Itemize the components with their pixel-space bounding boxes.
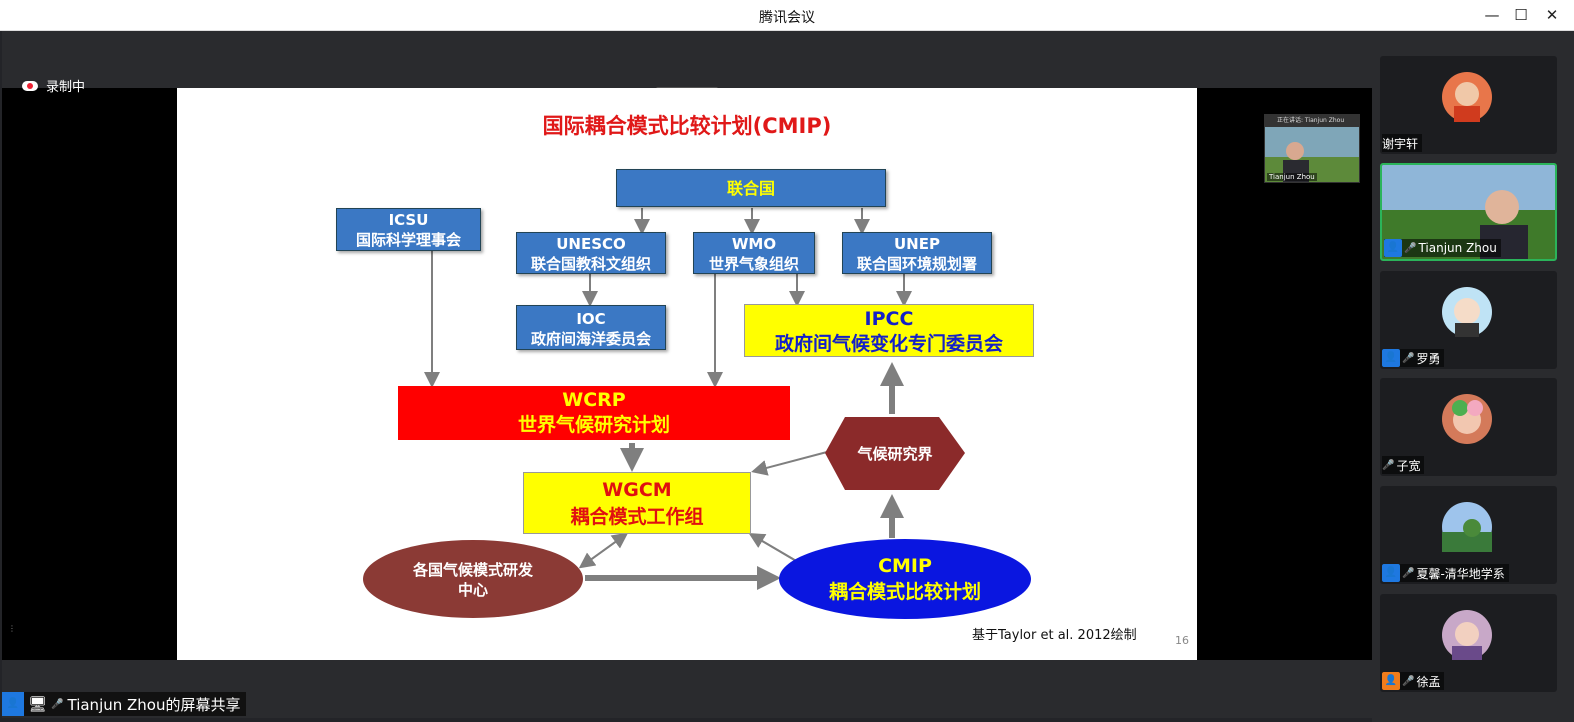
screen-share-icon: 🖥 <box>28 695 48 713</box>
unesco-line1: UNESCO <box>556 235 626 253</box>
wmo-box: WMO 世界气象组织 <box>693 232 815 274</box>
minimize-button[interactable]: — <box>1484 6 1500 24</box>
un-box: 联合国 <box>616 169 886 207</box>
cloud-record-icon <box>22 80 38 91</box>
ipcc-box: IPCC 政府间气候变化专门委员会 <box>744 304 1034 357</box>
participant-name: 徐孟 <box>1416 674 1441 689</box>
centers-label: 各国气候模式研发 中心 <box>363 560 583 600</box>
diagram-arrows <box>363 208 1031 619</box>
speaker-thumbnail[interactable]: 正在讲话: Tianjun Zhou Tianjun Zhou <box>1264 114 1360 183</box>
wgcm-line1: WGCM <box>602 479 672 501</box>
mic-on-icon: 🎤 <box>1404 242 1417 254</box>
wcrp-line2: 世界气候研究计划 <box>517 414 670 436</box>
ipcc-line1: IPCC <box>864 308 914 330</box>
mic-muted-icon: 🎤 <box>1402 675 1415 687</box>
user-icon: 👤 <box>2 692 24 716</box>
participant-name-bar: 👤 🎤 罗勇 <box>1382 349 1445 367</box>
title-bar: 腾讯会议 — ☐ ✕ <box>0 0 1574 31</box>
avatar <box>1442 394 1492 444</box>
cmip-label: CMIP 耦合模式比较计划 <box>779 553 1031 605</box>
ioc-box: IOC 政府间海洋委员会 <box>516 305 666 350</box>
participant-name: 罗勇 <box>1416 351 1441 366</box>
close-button[interactable]: ✕ <box>1545 6 1559 24</box>
participant-tile-active[interactable]: 👤 🎤 Tianjun Zhou <box>1380 163 1557 261</box>
screen-share-label: Tianjun Zhou的屏幕共享 <box>67 695 241 714</box>
slide-page-number: 16 <box>1175 634 1189 647</box>
participant-name: 夏馨-清华地学系 <box>1416 566 1505 581</box>
mic-muted-icon: 🎤 <box>1382 459 1395 471</box>
recording-label: 录制中 <box>46 80 86 95</box>
unesco-box: UNESCO 联合国教科文组织 <box>516 232 666 274</box>
user-icon: 👤 <box>1382 349 1400 367</box>
participant-tile[interactable]: 👤 🎤 罗勇 <box>1380 271 1557 369</box>
shared-screen-area: 录制中 ⋮ <box>2 31 1372 718</box>
pip-top-bar: 正在讲话: Tianjun Zhou <box>1265 115 1359 127</box>
participant-name-bar: 👤 🎤 夏馨-清华地学系 <box>1382 564 1509 582</box>
participant-name-bar: 👤 🎤 Tianjun Zhou <box>1384 239 1501 257</box>
unep-line2: 联合国环境规划署 <box>856 255 977 273</box>
centers-line1: 各国气候模式研发 <box>412 561 533 579</box>
participant-name-bar: 🎤 子宽 <box>1382 456 1425 474</box>
ioc-line1: IOC <box>576 310 606 328</box>
avatar <box>1442 610 1492 660</box>
wgcm-line2: 耦合模式工作组 <box>570 506 704 528</box>
screen-share-indicator[interactable]: 👤 🖥 🎤 Tianjun Zhou的屏幕共享 <box>2 692 247 716</box>
mic-muted-icon: 🎤 <box>1402 352 1415 364</box>
ipcc-line2: 政府间气候变化专门委员会 <box>774 333 1003 355</box>
ioc-line2: 政府间海洋委员会 <box>530 330 651 348</box>
avatar <box>1442 72 1492 122</box>
climate-community-label: 气候研究界 <box>857 445 933 463</box>
side-handle-icon[interactable]: ⋮ <box>8 624 16 633</box>
user-icon: 👤 <box>1384 239 1402 257</box>
participant-tile[interactable]: 👤 🎤 徐孟 <box>1380 594 1557 692</box>
icsu-line2: 国际科学理事会 <box>355 231 461 249</box>
participant-name-bar: 👤 🎤 徐孟 <box>1382 672 1445 690</box>
participant-tile[interactable]: 🎤 子宽 <box>1380 378 1557 476</box>
top-band <box>2 31 1372 88</box>
wcrp-box: WCRP 世界气候研究计划 <box>398 386 790 440</box>
avatar <box>1442 502 1492 552</box>
cmip-line1: CMIP <box>878 555 932 577</box>
unep-line1: UNEP <box>894 235 940 253</box>
unep-box: UNEP 联合国环境规划署 <box>842 232 992 274</box>
maximize-button[interactable]: ☐ <box>1514 6 1528 24</box>
wmo-line1: WMO <box>731 235 777 253</box>
avatar <box>1442 287 1492 337</box>
icsu-box: ICSU 国际科学理事会 <box>336 208 481 251</box>
participant-tile[interactable]: 👤 🎤 夏馨-清华地学系 <box>1380 486 1557 584</box>
participant-tile[interactable]: 谢宇轩 <box>1380 56 1557 154</box>
centers-line2: 中心 <box>457 581 488 599</box>
presentation-slide: 国际耦合模式比较计划(CMIP) 联合国 ICSU 国际科学理事会 UNESCO… <box>177 88 1197 660</box>
icsu-line1: ICSU <box>388 211 429 229</box>
un-label: 联合国 <box>726 179 775 198</box>
participant-name: Tianjun Zhou <box>1418 241 1497 255</box>
pip-name: Tianjun Zhou <box>1267 173 1317 181</box>
mic-muted-icon: 🎤 <box>1402 567 1415 579</box>
recording-indicator[interactable]: 录制中 <box>22 76 85 95</box>
slide-credit: 基于Taylor et al. 2012绘制 <box>972 628 1137 643</box>
participant-name: 谢宇轩 <box>1382 136 1419 151</box>
mic-on-icon: 🎤 <box>51 698 64 710</box>
participant-name-bar: 谢宇轩 <box>1382 134 1423 152</box>
window-title: 腾讯会议 <box>759 10 815 26</box>
slide-title: 国际耦合模式比较计划(CMIP) <box>542 114 832 138</box>
unesco-line2: 联合国教科文组织 <box>530 255 651 273</box>
participant-name: 子宽 <box>1396 458 1421 473</box>
user-icon: 👤 <box>1382 672 1400 690</box>
user-icon: 👤 <box>1382 564 1400 582</box>
wcrp-line1: WCRP <box>562 389 626 411</box>
hexagon-shape <box>825 417 965 490</box>
cmip-line2: 耦合模式比较计划 <box>828 581 981 603</box>
wmo-line2: 世界气象组织 <box>708 255 799 273</box>
wgcm-box: WGCM 耦合模式工作组 <box>523 472 751 534</box>
participant-panel: 谢宇轩 👤 🎤 Tianjun Zhou 👤 🎤 罗勇 <box>1372 31 1574 722</box>
